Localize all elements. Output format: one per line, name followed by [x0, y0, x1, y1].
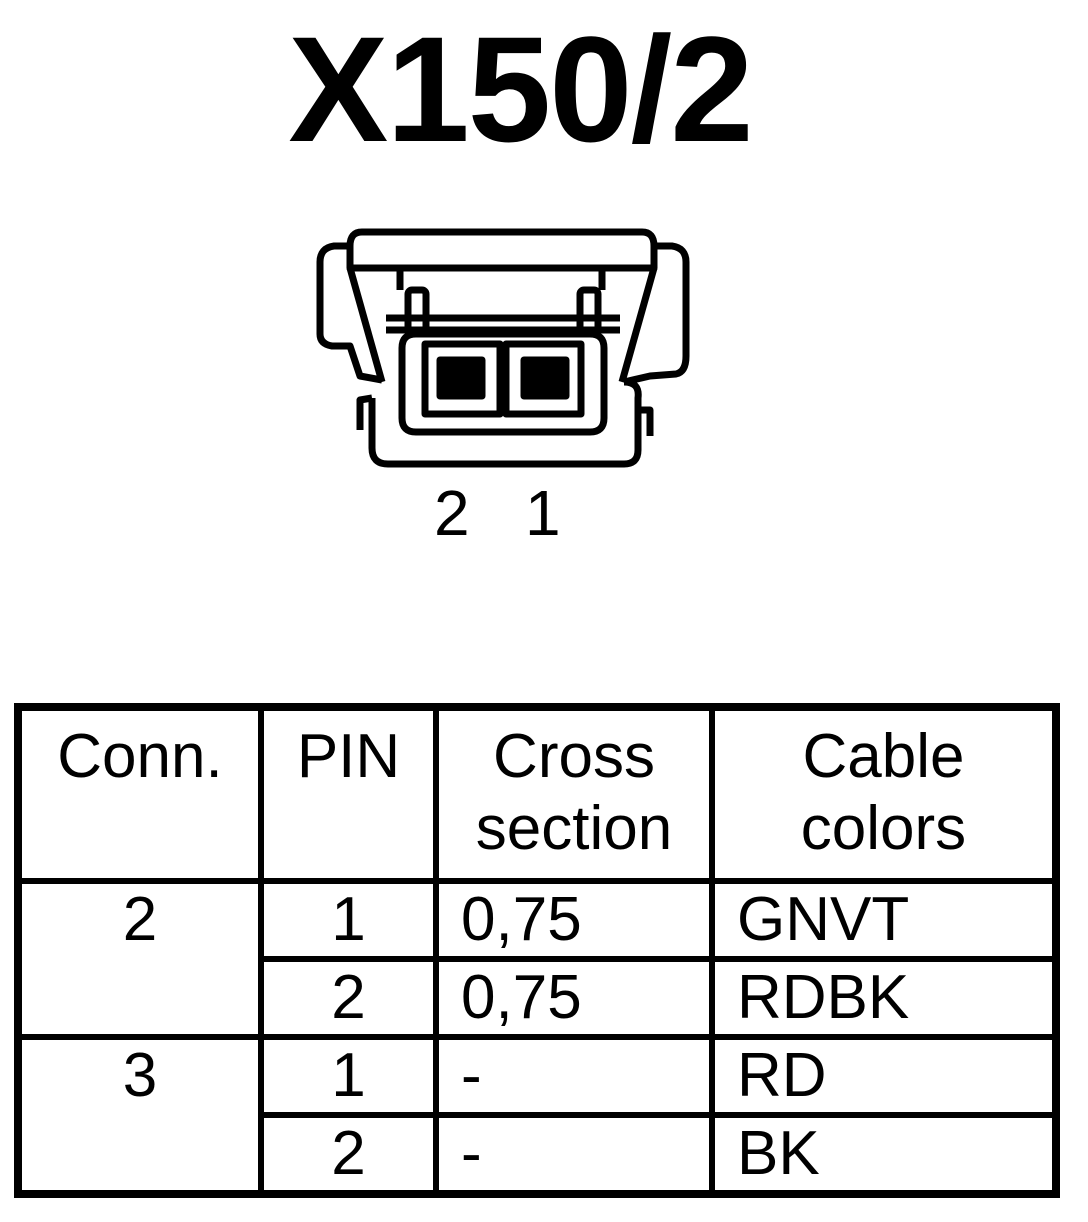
table-row: 2 1 0,75 GNVT [15, 878, 1059, 1040]
cross-section-cell: - [433, 1112, 715, 1197]
pinout-table: Conn. PIN Cross section Cable colors 2 1… [14, 703, 1060, 1198]
header-pin: PIN [258, 704, 439, 884]
cross-section-cell: 0,75 [433, 956, 715, 1040]
pin-cell: 1 [258, 1034, 439, 1118]
connector-icon [316, 228, 690, 468]
pin-2-label: 2 [434, 477, 470, 549]
conn-cell: 3 [15, 1034, 264, 1197]
conn-cell: 2 [15, 878, 264, 1040]
pin-cell: 2 [258, 956, 439, 1040]
header-cable-colors: Cable colors [709, 704, 1059, 884]
color-cell: RD [709, 1034, 1059, 1118]
pin-1-label: 1 [525, 477, 561, 549]
cross-section-cell: 0,75 [433, 878, 715, 962]
table-header-row: Conn. PIN Cross section Cable colors [15, 704, 1059, 884]
color-cell: GNVT [709, 878, 1059, 962]
color-cell: BK [709, 1112, 1059, 1197]
header-cross-section: Cross section [433, 704, 715, 884]
table-row: 2 - BK [18, 1112, 1059, 1197]
table-row: 3 1 - RD [15, 1034, 1059, 1197]
table-row: 2 0,75 RDBK [18, 956, 1059, 1040]
connector-title: X150/2 [288, 5, 753, 173]
header-conn: Conn. [15, 704, 264, 884]
pin-cell: 1 [258, 878, 439, 962]
color-cell: RDBK [709, 956, 1059, 1040]
cross-section-cell: - [433, 1034, 715, 1118]
pin-cell: 2 [258, 1112, 439, 1197]
